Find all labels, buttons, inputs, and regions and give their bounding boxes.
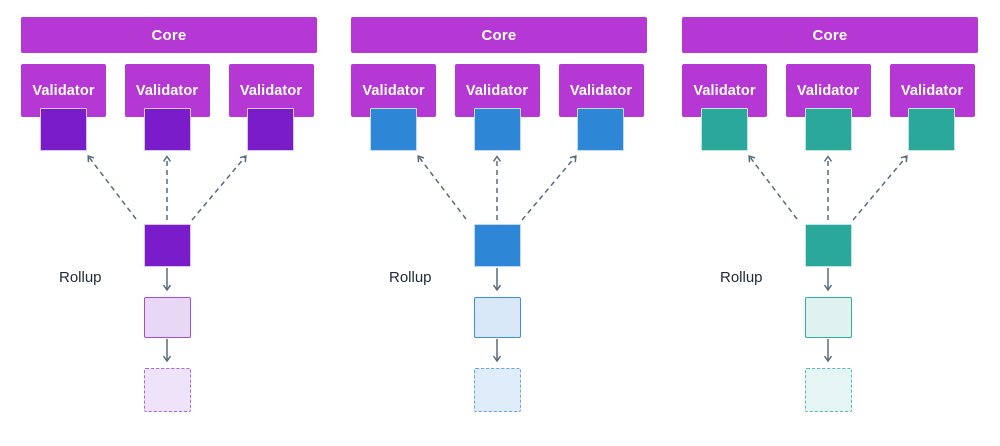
pending-block-square — [143, 368, 191, 412]
dashed-arrow-right — [852, 157, 907, 221]
confirmed-block-square — [143, 297, 191, 338]
validator-label: Validator — [900, 82, 964, 99]
panel-blue-rollup: Core Validator Validator Validator Rollu… — [351, 0, 647, 446]
core-label: Core — [151, 26, 187, 44]
validator-label: Validator — [569, 82, 633, 99]
validator-label: Validator — [796, 82, 860, 99]
validator-block-square — [908, 108, 955, 151]
validator-box: Validator — [785, 64, 871, 117]
validator-block-square — [804, 108, 852, 151]
core-bar: Core — [21, 17, 317, 53]
core-label: Core — [481, 26, 517, 44]
dashed-arrow-right — [191, 157, 246, 221]
dashed-arrow-left — [89, 157, 137, 220]
core-label: Core — [812, 26, 848, 44]
validator-label: Validator — [239, 82, 303, 99]
dashed-arrow-right — [521, 157, 576, 221]
validator-label: Validator — [693, 82, 756, 99]
validator-block-square — [473, 108, 521, 151]
rollup-block-square — [804, 224, 852, 267]
confirmed-block-square — [804, 297, 852, 338]
rollup-block-square — [473, 224, 521, 267]
validator-box: Validator — [351, 64, 436, 117]
core-bar: Core — [351, 17, 647, 53]
validator-block-square — [247, 108, 294, 151]
dashed-arrow-left — [750, 157, 798, 220]
validator-block-square — [40, 108, 87, 151]
rollup-label: Rollup — [389, 269, 432, 286]
pending-block-square — [473, 368, 521, 412]
dashed-arrow-left — [419, 157, 467, 220]
panel-teal-rollup: Core Validator Validator Validator Rollu… — [682, 0, 978, 446]
core-bar: Core — [682, 17, 978, 53]
validator-label: Validator — [362, 82, 425, 99]
rollup-label: Rollup — [720, 269, 763, 286]
rollup-label: Rollup — [59, 269, 102, 286]
confirmed-block-square — [473, 297, 521, 338]
rollup-block-square — [143, 224, 191, 267]
validator-label: Validator — [465, 82, 529, 99]
pending-block-square — [804, 368, 852, 412]
validator-box: Validator — [889, 64, 975, 117]
validator-block-square — [577, 108, 624, 151]
panel-purple-rollup: Core Validator Validator Validator Rollu… — [21, 0, 317, 446]
validator-block-square — [143, 108, 191, 151]
validator-label: Validator — [32, 82, 95, 99]
validator-block-square — [701, 108, 748, 151]
validator-block-square — [370, 108, 417, 151]
validator-label: Validator — [135, 82, 199, 99]
